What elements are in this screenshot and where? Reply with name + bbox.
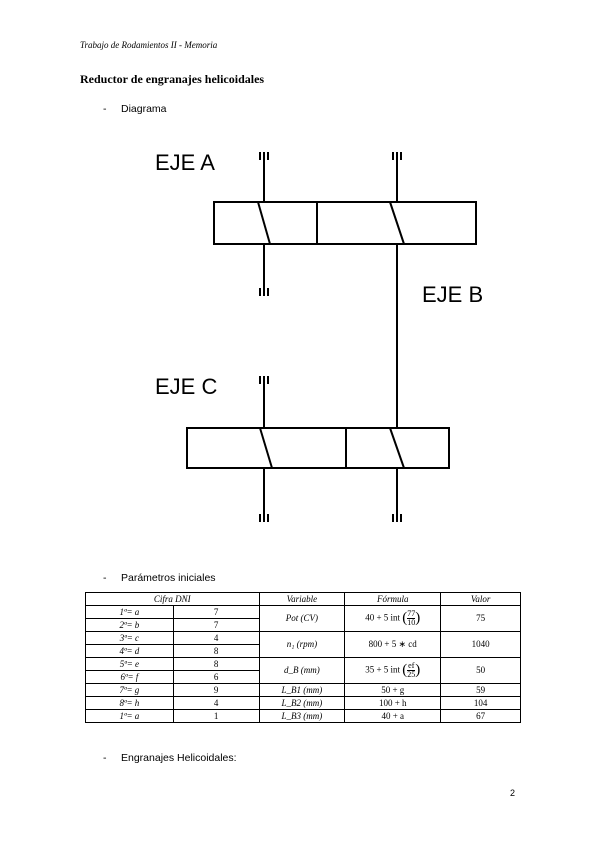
frac-num: 77 <box>407 609 416 619</box>
label-eje-c: EJE C <box>155 374 217 399</box>
variable-cell: L_B3 (mm) <box>258 709 346 723</box>
bullet-params-text: Parámetros iniciales <box>121 572 216 584</box>
gear-box-bottom <box>186 427 450 469</box>
table-row: 6ª= f 6 <box>85 670 521 684</box>
digit-value: 8 <box>172 644 260 658</box>
parameters-table: Cifra DNI Variable Fórmula Valor 1ª= a 7… <box>85 592 521 723</box>
valor-cell: 50 <box>440 657 521 684</box>
header-cifra: Cifra DNI <box>85 592 260 606</box>
header-valor: Valor <box>440 592 521 606</box>
digit-value: 4 <box>172 696 260 710</box>
table-row: 3ª= c 4 n₁ (rpm) 800 + 5 ∗ cd 1040 <box>85 631 521 658</box>
label-eje-b: EJE B <box>422 282 483 307</box>
formula-prefix: 35 + 5 int <box>365 664 401 675</box>
bullet-diagram: - Diagrama <box>103 103 167 115</box>
label-eje-a: EJE A <box>155 150 215 175</box>
bullet-dash: - <box>103 752 107 764</box>
formula-cell: 40 + a <box>344 709 442 723</box>
digit-value: 7 <box>172 605 260 619</box>
frac-den: 10 <box>407 618 416 627</box>
table-row: 1ª= a 1 L_B3 (mm) 40 + a 67 <box>85 709 521 723</box>
digit-label: 7ª= g <box>85 683 174 697</box>
variable-cell: n₁ (rpm) <box>258 631 346 658</box>
variable-cell: d_B (mm) <box>258 657 346 684</box>
digit-label: 5ª= e <box>85 657 174 671</box>
bullet-gears: - Engranajes Helicoidales: <box>103 752 237 764</box>
document-header: Trabajo de Rodamientos II - Memoria <box>80 40 218 50</box>
digit-label: 4ª= d <box>85 644 174 658</box>
valor-cell: 67 <box>440 709 521 723</box>
frac-den: 25 <box>407 670 416 679</box>
section-title: Reductor de engranajes helicoidales <box>80 72 265 86</box>
page-number: 2 <box>509 788 515 798</box>
digit-label: 6ª= f <box>85 670 174 684</box>
digit-label: 8ª= h <box>85 696 174 710</box>
table-header-row: Cifra DNI Variable Fórmula Valor <box>85 592 521 606</box>
helical-tooth-4 <box>389 427 405 469</box>
digit-label: 1ª= a <box>85 709 174 723</box>
digit-label: 1ª= a <box>85 605 174 619</box>
variable-cell: L_B2 (mm) <box>258 696 346 710</box>
bullet-diagram-text: Diagrama <box>121 103 167 115</box>
digit-value: 4 <box>172 631 260 645</box>
bullet-dash: - <box>103 572 107 584</box>
gear-box-top <box>213 201 477 245</box>
gear-reducer-diagram: EJE A EJE B EJE C <box>155 150 483 522</box>
frac-num: ef <box>407 661 416 671</box>
formula-prefix: 40 + 5 int <box>365 612 401 623</box>
bullet-params: - Parámetros iniciales <box>103 572 216 584</box>
formula-cell: 50 + g <box>344 683 442 697</box>
valor-cell: 75 <box>440 605 521 632</box>
helical-tooth-3 <box>259 427 273 469</box>
helical-tooth-1 <box>257 201 271 245</box>
valor-cell: 104 <box>440 696 521 710</box>
table-row: 8ª= h 4 L_B2 (mm) 100 + h 104 <box>85 696 521 710</box>
valor-cell: 59 <box>440 683 521 697</box>
header-formula: Fórmula <box>344 592 442 606</box>
bullet-gears-text: Engranajes Helicoidales: <box>121 752 237 764</box>
table-row: 7ª= g 9 L_B1 (mm) 50 + g 59 <box>85 683 521 697</box>
variable-cell: L_B1 (mm) <box>258 683 346 697</box>
digit-value: 9 <box>172 683 260 697</box>
bullet-dash: - <box>103 103 107 115</box>
digit-value: 7 <box>172 618 260 632</box>
digit-value: 6 <box>172 670 260 684</box>
formula-cell: 100 + h <box>344 696 442 710</box>
variable-cell: Pot (CV) <box>258 605 346 632</box>
formula-cell: 800 + 5 ∗ cd <box>344 631 442 658</box>
digit-label: 2ª= b <box>85 618 174 632</box>
valor-cell: 1040 <box>440 631 521 658</box>
digit-label: 3ª= c <box>85 631 174 645</box>
helical-tooth-2 <box>389 201 405 245</box>
digit-value: 8 <box>172 657 260 671</box>
header-variable: Variable <box>258 592 346 606</box>
digit-value: 1 <box>172 709 260 723</box>
